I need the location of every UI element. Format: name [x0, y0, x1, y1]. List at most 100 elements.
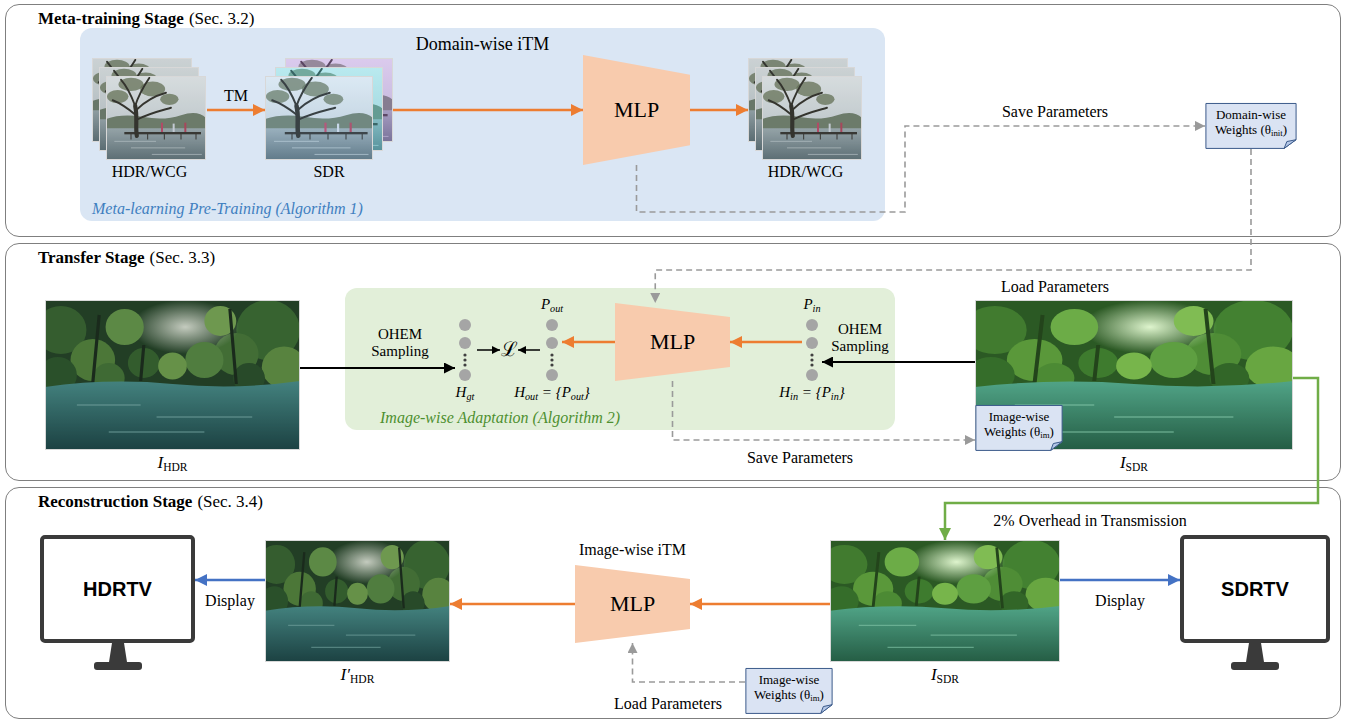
edge-label: 2% Overhead in Transmission — [993, 512, 1186, 530]
dashed-arrow — [633, 643, 746, 682]
edge-label-holder: Load Parameters — [1001, 278, 1109, 296]
node-text: MLP — [650, 329, 695, 354]
text-holder: Image-wise Weights (θim) — [980, 410, 1058, 440]
edge-label-holder: Load Parameters — [614, 695, 722, 713]
photo-border — [763, 77, 862, 160]
ellipsis-dot — [810, 363, 813, 366]
text-part: im — [810, 693, 819, 703]
text-part: in — [831, 391, 839, 402]
text-holder: HDRTV — [83, 578, 152, 601]
pixel-dot — [546, 369, 558, 381]
edge-label-holder: OHEM Sampling — [368, 326, 432, 361]
flow-arrow — [690, 603, 830, 606]
text-part: out — [571, 391, 584, 402]
node-text: Image-wise Weights (θim) — [980, 410, 1058, 440]
pixel-dot — [806, 337, 818, 349]
edge-label-holder: Save Parameters — [1002, 103, 1108, 121]
text-part: out — [525, 391, 538, 402]
text-part: P — [541, 296, 550, 312]
text-holder: Hin = {Pin} — [752, 384, 872, 401]
edge-label: Display — [205, 592, 255, 610]
photo-tone — [45, 300, 300, 450]
image-caption: IHDR — [45, 453, 300, 473]
edge-label-holder: 2% Overhead in Transmission — [993, 512, 1186, 530]
image-caption: SDR — [265, 163, 393, 181]
node-text: Domain-wise Weights (θinit) — [1210, 108, 1292, 138]
node-text: Reconstruction Stage — [38, 492, 192, 512]
text-part: in — [813, 303, 821, 314]
text-holder: ISDR — [830, 665, 1060, 685]
image-stack: HDR/WCG — [748, 58, 863, 160]
stage-panel: Meta-training Stage(Sec. 3.2)Domain-wise… — [5, 4, 1341, 237]
node-text: (Sec. 3.4) — [197, 492, 263, 512]
photo-frame — [821, 540, 1065, 662]
text-holder: Meta-learning Pre-Training (Algorithm 1) — [92, 200, 363, 218]
monitor-stand — [86, 643, 150, 673]
text-holder: Pout — [512, 296, 592, 313]
photo-border — [976, 301, 1293, 450]
node-text: Hout = {Pout} — [492, 384, 612, 401]
pixel-column: PoutHout = {Pout} — [542, 318, 562, 382]
ellipsis-dot — [550, 363, 553, 366]
ellipsis-dot — [550, 353, 553, 356]
node-text: Image-wise Weights (θim) — [750, 673, 828, 703]
text-part: ) — [1050, 424, 1054, 439]
weights-file: Image-wise Weights (θim) — [975, 405, 1063, 451]
text-holder: Domain-wise iTM — [80, 34, 885, 55]
photo — [748, 58, 863, 160]
photo-tone — [975, 300, 1293, 450]
pixel-dots — [802, 318, 822, 382]
edge-label: Display — [1095, 592, 1145, 610]
node-text: Meta-learning Pre-Training (Algorithm 1) — [92, 200, 363, 218]
ellipsis-dot — [550, 358, 553, 361]
edge-label-holder: Save Parameters — [747, 449, 853, 467]
text-holder: Image-wise Weights (θim) — [750, 673, 828, 703]
stage-panel: Transfer Stage(Sec. 3.3)IHDRImage-wise A… — [5, 243, 1341, 481]
node-text: HDRTV — [83, 578, 152, 601]
document-fold — [1051, 442, 1062, 451]
pixel-dot — [459, 337, 471, 349]
symbol-holder: ℒ — [501, 338, 518, 361]
photo-border — [266, 77, 373, 160]
photo-border — [831, 541, 1060, 662]
photo-scene — [265, 76, 373, 160]
node-text: Pout — [512, 296, 592, 313]
text-part: im — [1040, 430, 1049, 440]
node-text: (Sec. 3.3) — [150, 248, 216, 268]
photo-tone — [830, 540, 1060, 662]
text-holder: MLP — [614, 97, 659, 122]
text-part: out — [550, 303, 563, 314]
pixel-dot — [459, 369, 471, 381]
image-stack: HDR/WCG — [92, 58, 207, 160]
node-text: Domain-wise iTM — [80, 34, 885, 55]
text-part: ) — [1283, 122, 1287, 137]
image-caption: HDR/WCG — [92, 163, 207, 181]
pixel-dots — [455, 318, 475, 382]
flow-arrow — [195, 579, 265, 582]
text-holder: (Sec. 3.4) — [197, 492, 263, 512]
ellipsis-dot — [463, 353, 466, 356]
node-text: Hgt — [425, 384, 505, 401]
mlp-trapezoid — [615, 303, 730, 381]
text-part: = {P — [798, 384, 831, 400]
photo — [265, 58, 393, 160]
text-holder: IHDR — [45, 453, 300, 473]
photo-tone — [762, 76, 862, 160]
monitor-neck — [1246, 643, 1264, 662]
text-holder: I′HDR — [265, 665, 450, 685]
photo-scene — [963, 300, 1301, 450]
ellipsis-dot — [463, 363, 466, 366]
photo — [45, 300, 300, 450]
edge-label-holder: Display — [1095, 592, 1145, 610]
display-monitor: HDRTV — [40, 535, 195, 643]
weights-file: Image-wise Weights (θim) — [745, 668, 833, 714]
text-part: I — [1120, 453, 1126, 472]
text-part: gt — [466, 391, 474, 402]
photo-border — [46, 301, 300, 450]
pixel-dot — [806, 319, 818, 331]
ellipsis-dot — [463, 358, 466, 361]
text-part: Image-wise Weights (θ — [984, 409, 1049, 439]
text-part: I — [157, 453, 163, 472]
photo-scene — [821, 540, 1065, 662]
photo-scene — [762, 76, 862, 160]
